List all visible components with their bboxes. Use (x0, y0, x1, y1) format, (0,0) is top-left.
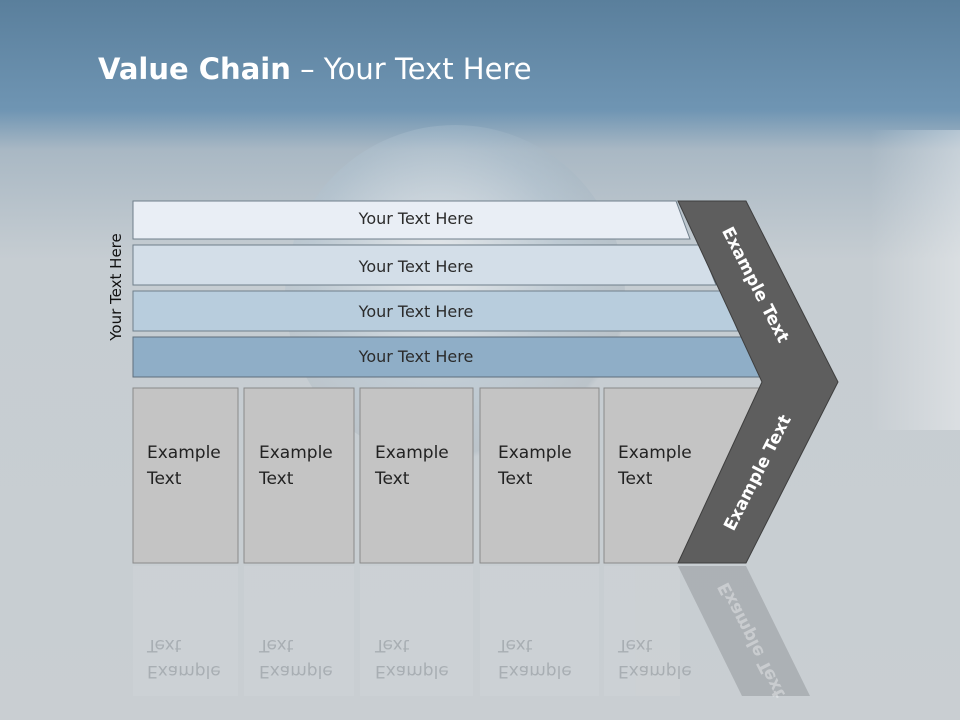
box-1-reflection: Example Text (147, 632, 221, 684)
box-3 (359, 387, 474, 564)
box-3-reflection: Example Text (375, 632, 449, 684)
box-2-reflection-line1: Example (259, 661, 333, 681)
box-1 (132, 387, 239, 564)
box-2-line2: Text (259, 469, 294, 489)
bar-2-label: Your Text Here (358, 257, 474, 276)
box-4-reflection-line1: Example (498, 661, 572, 681)
box-2-reflection-line2: Text (259, 635, 294, 655)
box-reflection-3 (360, 566, 473, 696)
bar-2 (132, 244, 717, 286)
box-5-reflection-line1: Example (618, 661, 692, 681)
box-5-line2: Text (618, 469, 653, 489)
bar-1-label: Your Text Here (358, 209, 474, 228)
box-1-line1: Example (147, 443, 221, 463)
box-reflection-1 (133, 566, 238, 696)
box-reflections (133, 566, 680, 696)
box-5-reflection: Example Text (618, 632, 692, 684)
box-3-line1: Example (375, 443, 449, 463)
box-reflection-5 (604, 566, 680, 696)
title-rest: – Your Text Here (290, 52, 532, 86)
box-2-line1: Example (259, 443, 333, 463)
bar-1 (132, 200, 691, 240)
box-4-reflection: Example Text (498, 632, 572, 684)
box-2 (243, 387, 355, 564)
box-1-reflection-line1: Example (147, 661, 221, 681)
title-bold: Value Chain (98, 52, 291, 86)
box-4 (479, 387, 600, 564)
box-3-reflection-line1: Example (375, 661, 449, 681)
background-glow (870, 130, 960, 430)
box-3-line2: Text (375, 469, 410, 489)
box-4-line1: Example (498, 443, 572, 463)
box-reflection-2 (244, 566, 354, 696)
box-1-line2: Text (147, 469, 182, 489)
slide-title: Value Chain – Your Text Here (98, 52, 532, 86)
box-3-reflection-line2: Text (375, 635, 410, 655)
chevron-reflection (678, 566, 810, 696)
box-5-line1: Example (618, 443, 692, 463)
box-4-reflection-line2: Text (498, 635, 533, 655)
box-4-line2: Text (498, 469, 533, 489)
bar-3-label: Your Text Here (358, 302, 474, 321)
box-5-reflection-line2: Text (618, 635, 653, 655)
box-2-reflection: Example Text (259, 632, 333, 684)
box-reflection-4 (480, 566, 599, 696)
box-1-reflection-line2: Text (147, 635, 182, 655)
chevron-arrow (677, 200, 839, 564)
bar-4-label: Your Text Here (358, 347, 474, 366)
